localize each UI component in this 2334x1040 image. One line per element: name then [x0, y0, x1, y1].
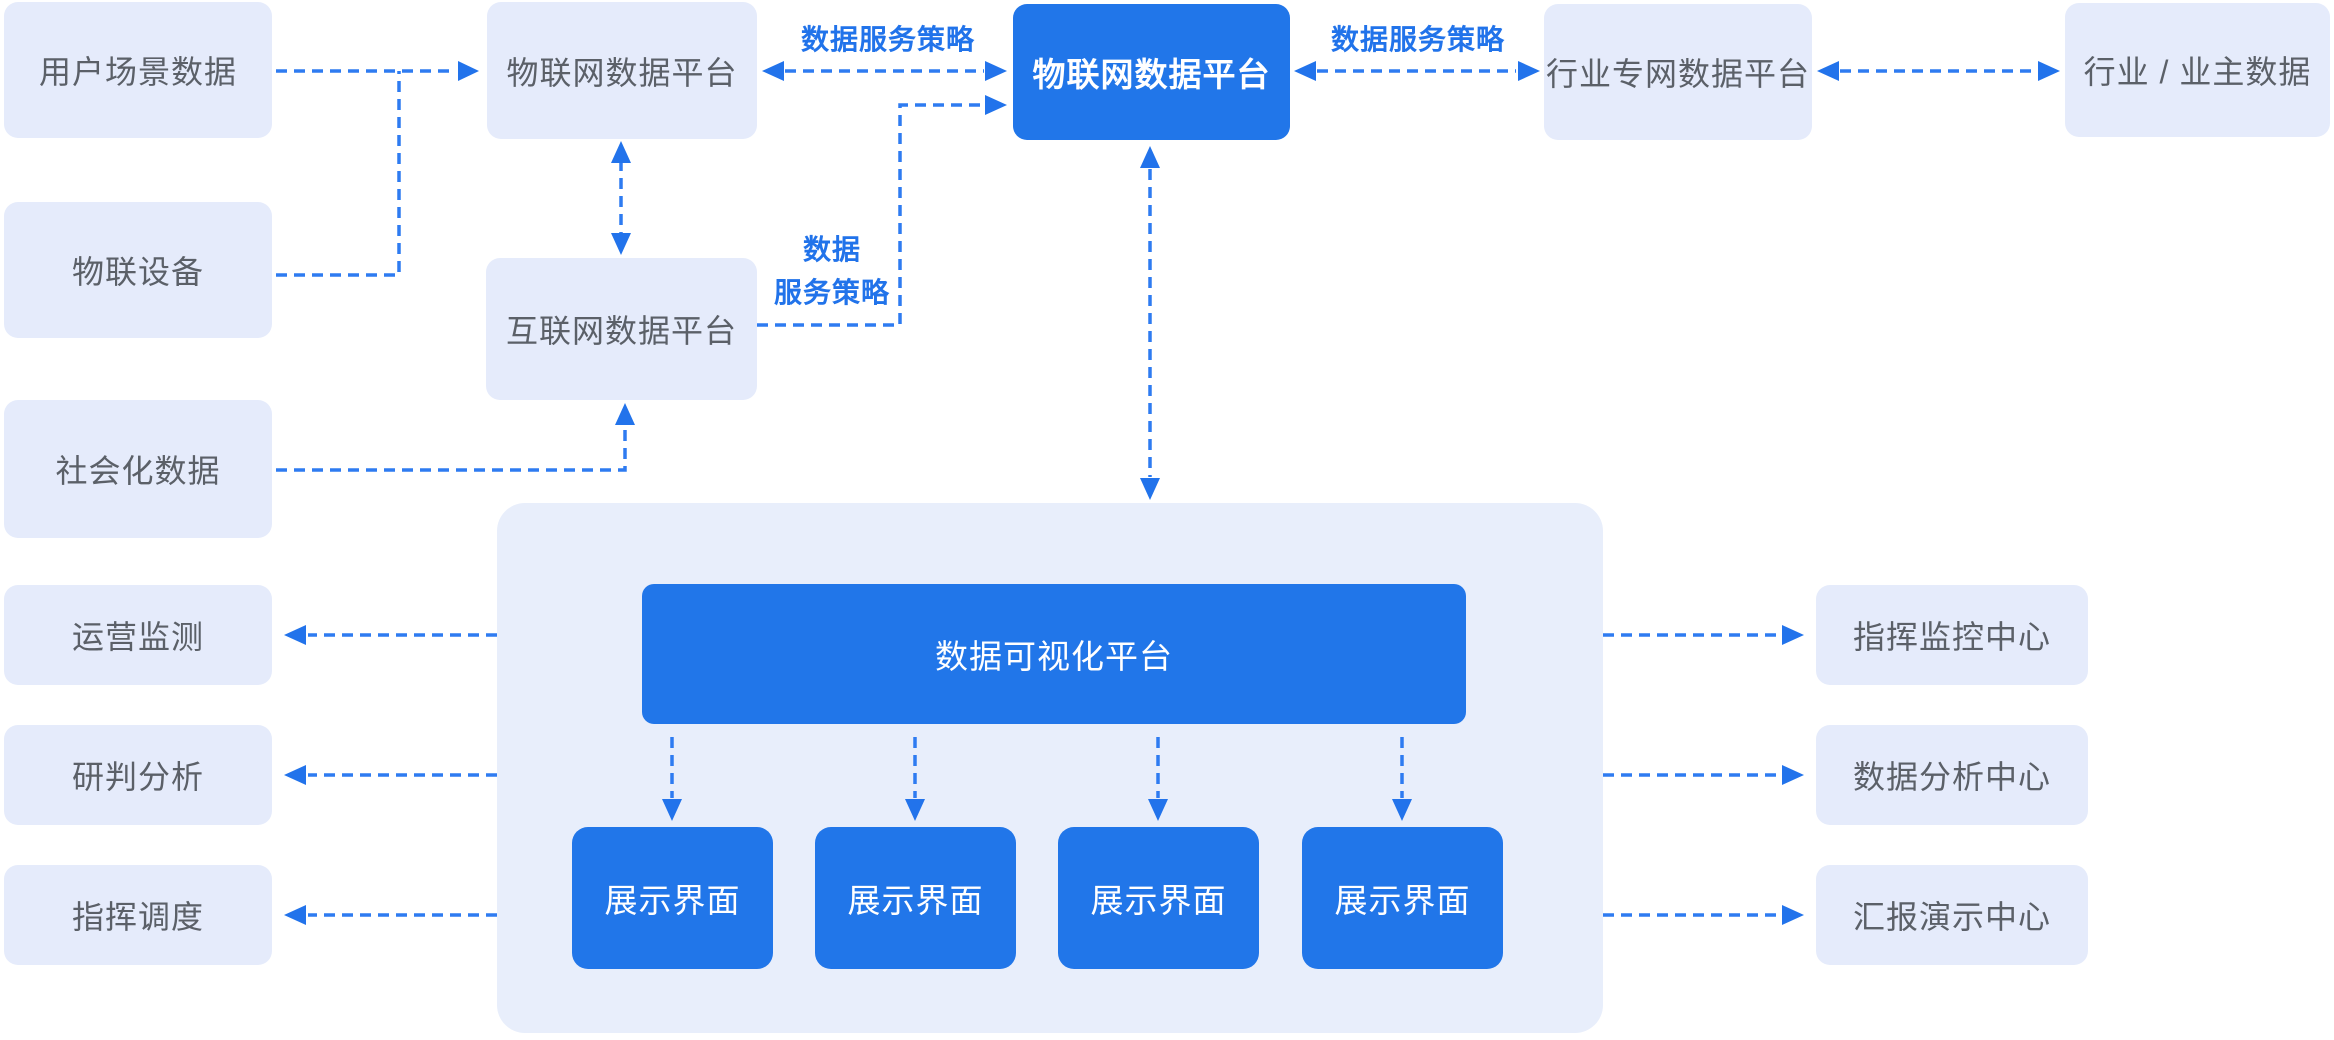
arrow-container-to-command-monitor-center: [1603, 625, 1804, 645]
node-industry-private-platform: 行业专网数据平台: [1544, 4, 1812, 140]
node-industry-owner-data: 行业 / 业主数据: [2065, 3, 2330, 137]
arrow-container-to-operation-monitoring: [284, 625, 497, 645]
arrow-industry-private-owner-bidirectional: [1817, 61, 2060, 81]
arrow-core-industry-private-bidirectional: [1294, 61, 1540, 81]
edge-label-service-policy-right: 数据服务策略: [1330, 24, 1505, 55]
node-display-interface-3: 展示界面: [1058, 827, 1259, 969]
node-operation-monitoring: 运营监测: [4, 585, 272, 685]
arrow-social-data-to-internet-platform: [276, 403, 635, 472]
node-internet-platform: 互联网数据平台: [486, 258, 757, 400]
node-iot-platform-core: 物联网数据平台: [1013, 4, 1290, 140]
edge-label-service-policy-mid-line2: 服务策略: [773, 277, 890, 308]
arrow-container-to-data-analysis-center: [1603, 765, 1804, 785]
node-user-scene-data: 用户场景数据: [4, 2, 272, 138]
node-social-data: 社会化数据: [4, 400, 272, 538]
edge-label-service-policy-mid-line1: 数据: [802, 234, 861, 265]
arrow-container-to-research-analysis: [284, 765, 497, 785]
node-iot-devices: 物联设备: [4, 202, 272, 338]
arrow-iot-platform-internet-platform-bidirectional: [611, 141, 631, 255]
node-command-dispatch: 指挥调度: [4, 865, 272, 965]
node-command-monitor-center: 指挥监控中心: [1816, 585, 2088, 685]
node-data-analysis-center: 数据分析中心: [1816, 725, 2088, 825]
arrow-container-to-report-presentation-center: [1603, 905, 1804, 925]
node-iot-platform-edge: 物联网数据平台: [487, 2, 757, 139]
arrow-core-container-bidirectional: [1140, 146, 1160, 500]
node-display-interface-4: 展示界面: [1302, 827, 1503, 969]
node-display-interface-1: 展示界面: [572, 827, 773, 969]
arrow-user-scene-to-iot-platform: [276, 61, 479, 81]
arrow-iot-platform-core-bidirectional-left: [762, 61, 1007, 81]
edge-label-service-policy-left: 数据服务策略: [800, 24, 975, 55]
edge-label-service-policy-mid: 数据 服务策略: [742, 228, 922, 314]
arrow-container-to-command-dispatch: [284, 905, 497, 925]
node-display-interface-2: 展示界面: [815, 827, 1016, 969]
arrow-iot-devices-merge: [276, 71, 401, 277]
node-research-analysis: 研判分析: [4, 725, 272, 825]
node-report-presentation-center: 汇报演示中心: [1816, 865, 2088, 965]
node-visualization-platform: 数据可视化平台: [642, 584, 1466, 724]
